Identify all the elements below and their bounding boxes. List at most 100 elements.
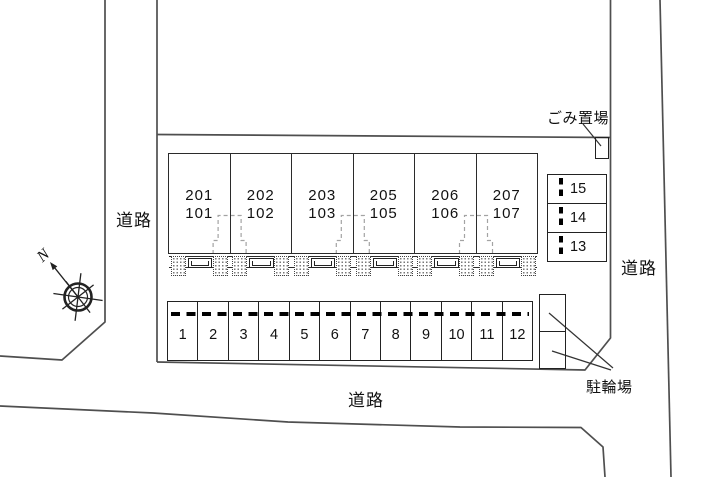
entrance-door <box>434 257 459 268</box>
side-parking-bold-dash <box>558 236 563 258</box>
side-parking-bold-dash <box>558 207 563 229</box>
entrance-door <box>187 257 212 268</box>
compass-spoke-ne <box>62 284 94 310</box>
parking-space: 3 <box>229 302 260 360</box>
parking-space-number: 1 <box>178 327 187 343</box>
road-label-left: 道路 <box>116 211 152 230</box>
parking-space-number: 9 <box>422 327 431 343</box>
entrance-walkway-strip <box>169 256 537 268</box>
side-parking-space-number: 13 <box>570 239 587 255</box>
entrance-door <box>249 257 274 268</box>
road-edge-right-outer <box>659 0 672 477</box>
entrance-tile-block <box>478 256 494 276</box>
side-parking-space-number: 14 <box>570 210 587 226</box>
unit-lower-number: 103 <box>308 205 337 222</box>
entrance-door-inner-line <box>498 261 518 266</box>
entrance-door <box>310 257 336 268</box>
unit-lower-number: 101 <box>185 205 214 222</box>
road-label-bottom: 道路 <box>348 391 384 410</box>
bicycle-parking-divider <box>540 331 565 332</box>
entrance-tile-block <box>355 256 371 276</box>
parking-space: 12 <box>503 302 532 360</box>
entrance-tile-block <box>232 256 248 276</box>
parking-space: 5 <box>290 302 321 360</box>
entrance-tile-block <box>293 256 309 276</box>
side-parking-space: 14 <box>548 204 606 233</box>
entrance-door <box>495 257 521 268</box>
unit-upper-number: 206 <box>431 187 460 204</box>
parking-space: 7 <box>351 302 381 360</box>
entrance-door-inner-line <box>190 261 209 266</box>
parking-space-number: 5 <box>300 327 309 343</box>
compass-inner-ring <box>67 286 89 308</box>
parking-space: 4 <box>259 302 290 360</box>
compass-north-label: N <box>33 245 54 266</box>
compass-north-arrow-shaft <box>54 267 79 298</box>
parking-space: 2 <box>198 302 229 360</box>
entrance-tile-block <box>170 256 186 276</box>
garbage-area-rect <box>595 137 609 159</box>
parking-space-number: 7 <box>361 327 370 343</box>
parking-space: 1 <box>168 302 199 360</box>
entrance-tile-block <box>417 256 433 276</box>
road-edge-left-outer <box>0 0 106 361</box>
compass-north-arrowhead <box>50 262 58 271</box>
entrance-door-inner-line <box>375 261 394 266</box>
parking-space-number: 3 <box>239 327 248 343</box>
road-label-right: 道路 <box>621 259 657 278</box>
entrance-porch-layer <box>168 0 540 300</box>
compass-rose: N <box>33 245 103 321</box>
bicycle-parking-label: 駐輪場 <box>586 379 633 396</box>
parking-space: 10 <box>442 302 473 360</box>
entrance-tile-block <box>274 256 290 276</box>
entrance-door <box>372 257 397 268</box>
compass-spoke-se <box>65 281 91 313</box>
parking-space: 11 <box>472 302 503 360</box>
compass-spoke-ns <box>74 273 82 321</box>
unit-lower-number: 102 <box>246 205 275 222</box>
parking-space-number: 12 <box>509 327 526 343</box>
compass-spoke-ew <box>53 292 103 302</box>
unit-lower-number: 107 <box>492 205 521 222</box>
entrance-tile-block <box>397 256 413 276</box>
parking-row-bold-dashed-line <box>171 311 529 317</box>
unit-lower-number: 106 <box>431 205 460 222</box>
unit-upper-number: 205 <box>369 187 398 204</box>
parking-space-number: 8 <box>391 327 400 343</box>
side-parking-space: 13 <box>548 233 606 261</box>
road-edge-bottom-outer <box>0 405 606 477</box>
entrance-door-inner-line <box>252 261 271 266</box>
parking-space-number: 2 <box>209 327 218 343</box>
entrance-door-inner-line <box>313 261 333 266</box>
side-parking-column: 15 14 13 <box>547 174 607 262</box>
unit-lower-number: 105 <box>369 205 398 222</box>
side-parking-bold-dash <box>558 178 563 200</box>
parking-space: 6 <box>320 302 351 360</box>
side-parking-space-number: 15 <box>570 181 587 197</box>
entrance-tile-block <box>212 256 228 276</box>
entrance-tile-block <box>520 256 536 276</box>
entrance-tile-block <box>459 256 475 276</box>
parking-space-number: 11 <box>479 327 495 343</box>
entrance-tile-block <box>335 256 351 276</box>
parking-space: 9 <box>411 302 442 360</box>
compass-outer-ring <box>63 282 93 312</box>
entrance-door-inner-line <box>437 261 456 266</box>
unit-upper-number: 203 <box>308 187 337 204</box>
side-parking-space: 15 <box>548 175 606 204</box>
garbage-area-label: ごみ置場 <box>547 110 610 127</box>
parking-space: 8 <box>381 302 412 360</box>
unit-upper-number: 202 <box>246 187 275 204</box>
unit-upper-number: 201 <box>185 187 214 204</box>
parking-space-number: 6 <box>330 327 339 343</box>
